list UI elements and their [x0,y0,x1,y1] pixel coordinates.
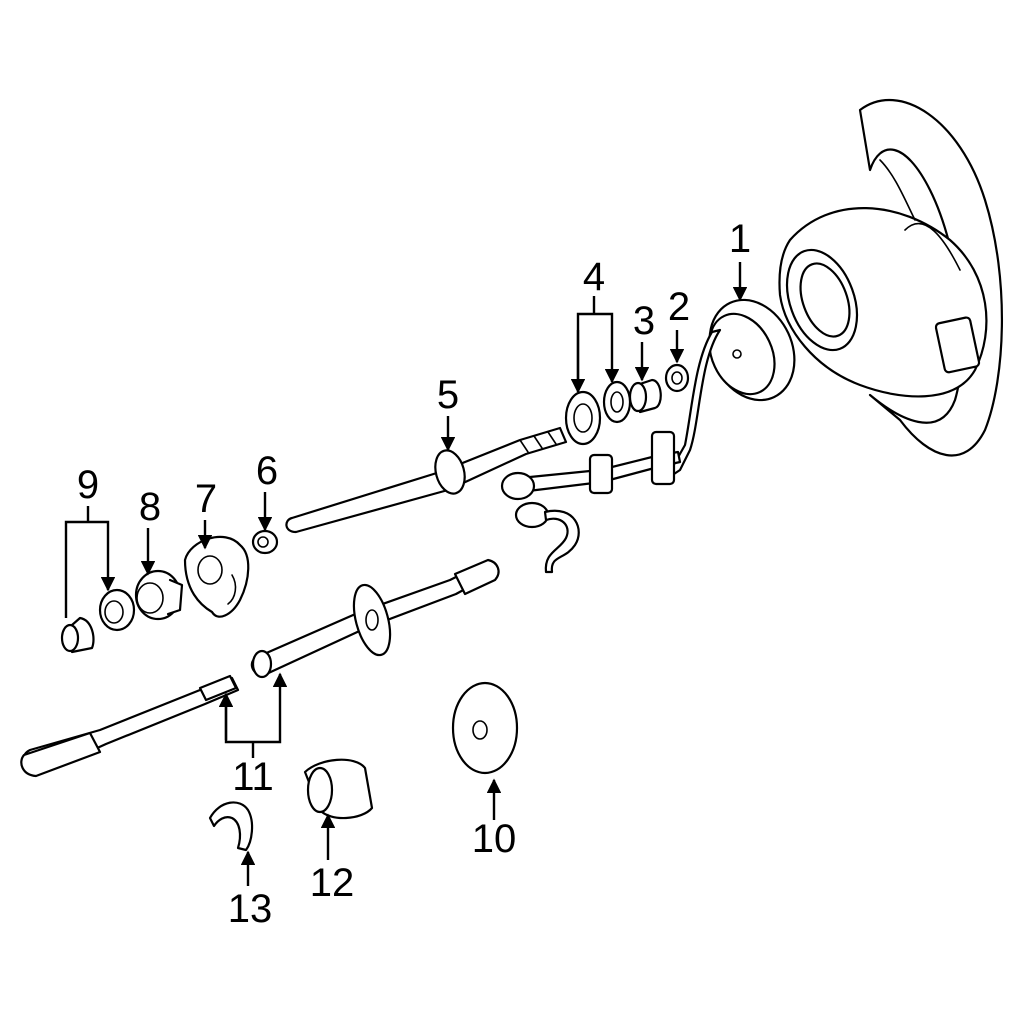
part-4-bearing-outer [564,390,602,446]
callout-labels: 1 2 3 4 5 6 7 8 9 10 11 12 13 [77,217,751,931]
callout-3: 3 [633,299,655,343]
callout-11: 11 [232,755,274,799]
part-5-upper-shaft [285,426,568,534]
steering-wheel [778,99,1003,457]
part-12-tube [303,758,374,820]
callout-6: 6 [256,449,278,493]
part-2-ring [664,363,690,393]
callout-4: 4 [583,255,605,299]
part-13-clip [208,801,254,852]
part-3-bushing [628,378,662,414]
part-8-cylinder [134,569,184,621]
callout-10: 10 [472,817,517,861]
callout-5: 5 [437,373,459,417]
part-9-cap [60,616,95,654]
part-9-washer [98,588,136,632]
callout-1: 1 [729,217,751,261]
part-7-lock-housing [183,535,250,618]
callout-13: 13 [228,887,273,931]
callout-8: 8 [139,485,161,529]
part-4-bearing-inner [602,380,632,424]
part-11-intermediate-shaft [20,674,240,778]
wiring-harness [500,430,682,574]
callout-7: 7 [195,477,217,521]
callout-2: 2 [668,285,690,329]
part-6-collar [251,529,279,555]
callout-12: 12 [310,861,355,905]
clockspring [666,298,796,480]
leader-lines [64,262,748,886]
callout-9: 9 [77,463,99,507]
part-10-dial-plate [451,681,519,775]
part-11-lower-shaft [250,558,500,679]
